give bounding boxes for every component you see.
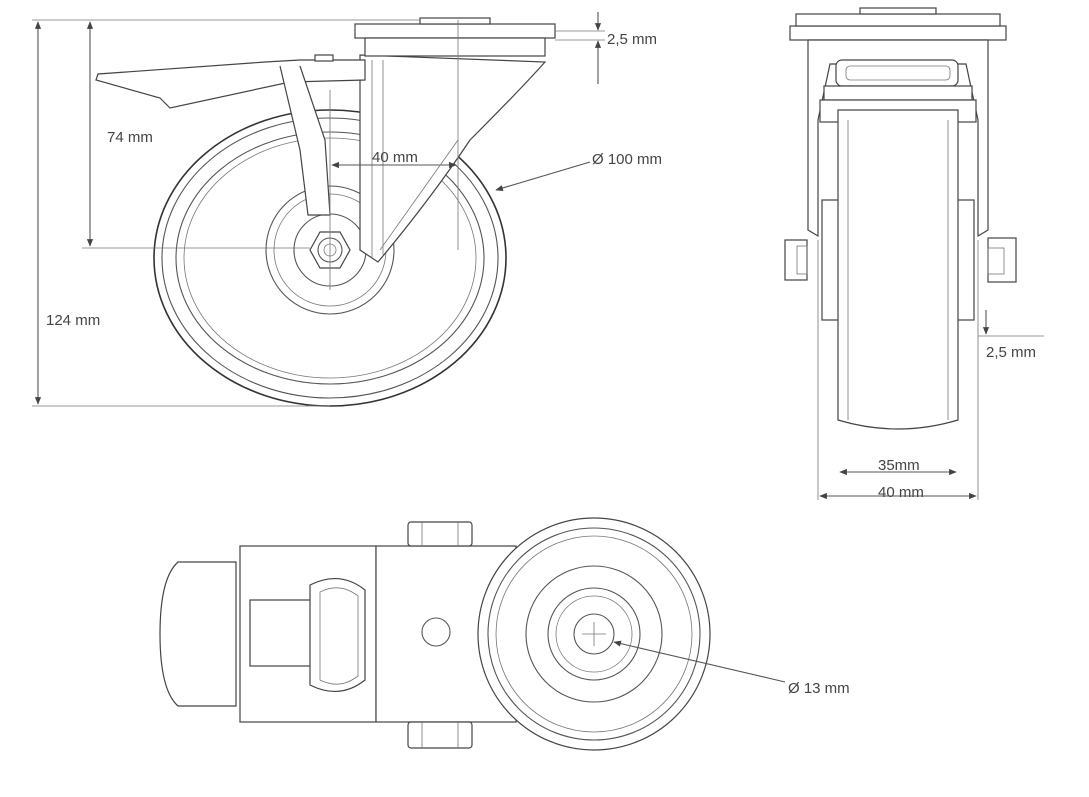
label-side-gap: 2,5 mm <box>986 344 1036 361</box>
side-view-brake-lever <box>95 54 366 216</box>
label-wheel-width: 40 mm <box>878 484 924 501</box>
side-view-fork <box>354 17 556 263</box>
label-plate-thickness: 2,5 mm <box>607 31 657 48</box>
dim-wheel-diameter: Ø 100 mm <box>495 151 662 191</box>
top-view <box>159 517 711 751</box>
dim-wheel-width: 40 mm <box>819 484 977 501</box>
dim-plate-thickness: 2,5 mm <box>555 12 657 84</box>
dim-total-height: 124 mm <box>32 19 420 407</box>
label-offset: 40 mm <box>372 149 418 166</box>
dim-bore-diameter: Ø 13 mm <box>613 640 850 697</box>
side-view <box>95 17 556 407</box>
front-view <box>784 7 1017 500</box>
dim-axle-height: 74 mm <box>82 21 310 249</box>
dim-tread-width: 35mm <box>839 457 957 476</box>
label-wheel-diameter: Ø 100 mm <box>592 151 662 168</box>
label-axle-height: 74 mm <box>107 129 153 146</box>
label-total-height: 124 mm <box>46 312 100 329</box>
dim-side-gap: 2,5 mm <box>978 310 1044 361</box>
dim-offset: 40 mm <box>331 139 459 251</box>
label-tread-width: 35mm <box>878 457 920 474</box>
label-bore-diameter: Ø 13 mm <box>788 680 850 697</box>
